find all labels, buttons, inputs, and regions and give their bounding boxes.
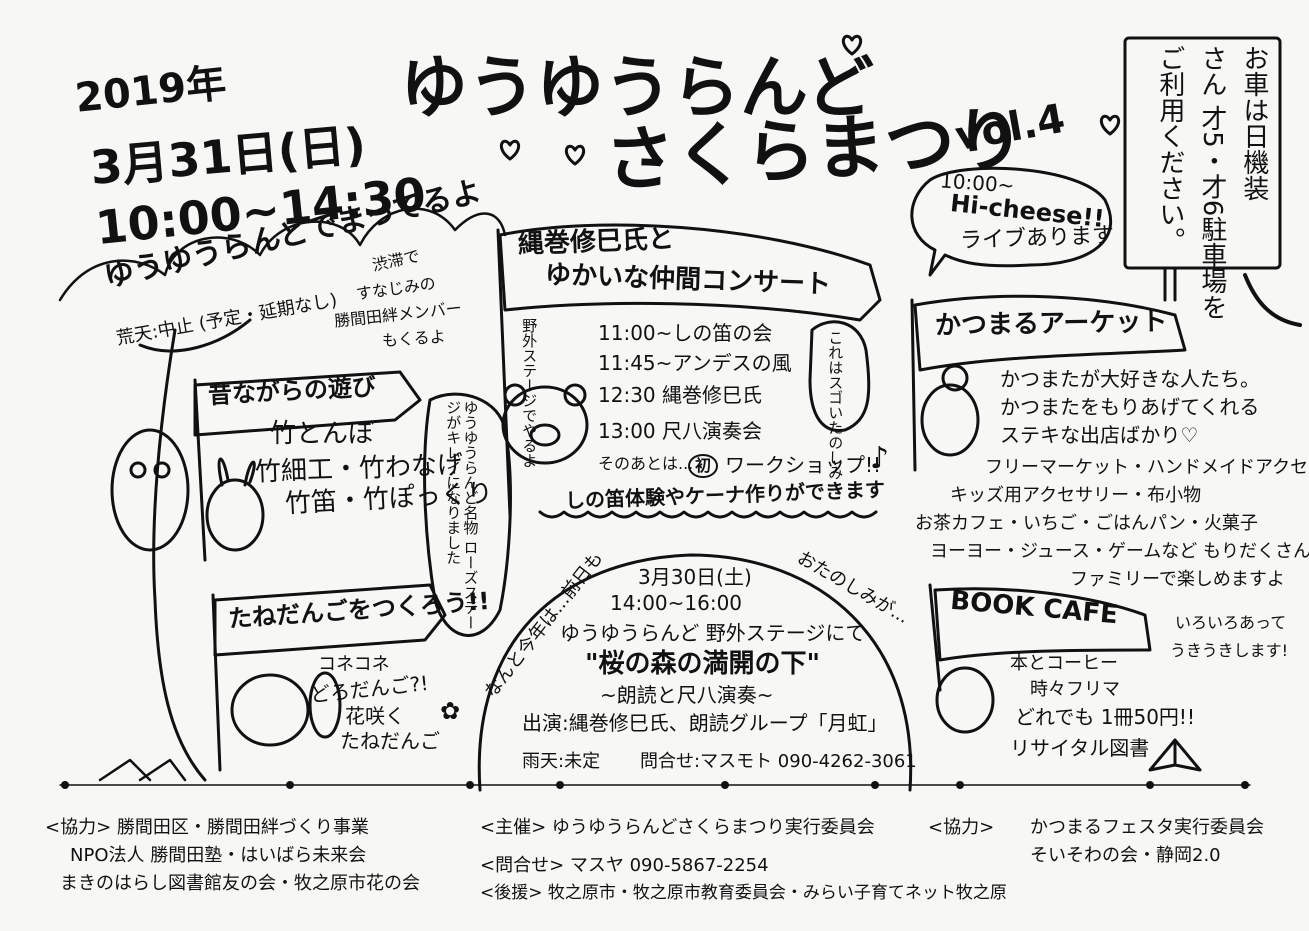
market-desc-4: フリーマーケット・ハンドメイドアクセ <box>985 457 1309 478</box>
book-side-note2: うきうきします! <box>1170 641 1289 660</box>
workshop-wave <box>538 510 878 519</box>
book-line4: リサイタル図書 <box>1010 736 1150 760</box>
header-cloud <box>58 207 507 302</box>
stage-note: 野外ステージでやるよ <box>520 318 539 468</box>
concert-speech-text: これはスゴいたのしみ <box>826 330 845 480</box>
eve-contact: 問合せ:マスモト 090-4262-3061 <box>640 751 917 772</box>
flower-icon: ✿ <box>440 697 461 725</box>
parking-text-col2: さん 才5・才6駐車場を <box>1196 45 1227 321</box>
concert-banner-line1: 縄巻修巳氏と <box>517 224 675 260</box>
seed-note-3: 花咲く <box>345 704 405 728</box>
play-banner-shape <box>193 370 422 437</box>
tree-branch <box>138 318 252 353</box>
support-left-3: まきのはらし図書館友の会・牧之原市花の会 <box>60 873 420 894</box>
eve-date: 3月30日(土) <box>638 565 752 589</box>
book-line2: 時々フリマ <box>1030 679 1120 700</box>
workshop-label: ワークショップ!! <box>725 453 882 477</box>
book-drawing <box>1148 738 1202 772</box>
sponsor-label: <後援> 牧之原市・牧之原市教育委員会・みらい子育てネット牧之原 <box>480 883 1007 903</box>
book-line1: 本とコーヒー <box>1010 653 1118 674</box>
support-right-1: かつまるフェスタ実行委員会 <box>1030 817 1264 838</box>
parking-sign <box>1123 36 1282 270</box>
new-badge: 初 <box>688 454 719 479</box>
concert-speech-bubble <box>808 320 871 432</box>
schedule-item-2: 11:45~アンデスの風 <box>598 351 792 375</box>
eve-arc <box>477 553 913 792</box>
host-label: <主催> ゆうゆうらんどさくらまつり実行委員会 <box>480 817 875 838</box>
play-item-1: 竹とんぼ <box>270 419 375 449</box>
seed-note-4: たねだんご <box>340 729 440 753</box>
bear-face <box>501 385 589 465</box>
market-character <box>920 383 980 457</box>
tree-ground <box>98 758 187 782</box>
music-note-icon: ♪ <box>870 441 890 476</box>
after-note: そのあとは... <box>598 454 694 473</box>
eve-time: 14:00~16:00 <box>610 591 743 615</box>
concert-banner-shape <box>498 223 882 322</box>
worm <box>1243 273 1302 327</box>
rose-stage-bubble <box>423 392 512 637</box>
market-desc-2: かつまたをもりあげてくれる <box>1000 395 1260 419</box>
rose-stage-note: ゆうゆうらんど名物 ローズステージがキレイになりました <box>444 400 480 630</box>
book-side-note1: いろいろあって <box>1175 613 1287 632</box>
heart-decoration <box>841 34 863 56</box>
rabbit-face <box>205 478 265 552</box>
book-line3: どれでも 1冊50円!! <box>1015 705 1195 729</box>
inquiry-label: <問合せ> マスヤ 090-5867-2254 <box>480 855 769 876</box>
eve-performers: 出演:縄巻修巳氏、朗読グループ「月虹」 <box>522 711 888 735</box>
market-desc-6: お茶カフェ・いちご・ごはんパン・火菓子 <box>915 513 1258 534</box>
eve-program-title: "桜の森の満開の下" <box>585 649 821 679</box>
support-right-label: <協力> <box>928 817 995 838</box>
market-banner-shape <box>913 294 1187 372</box>
tree-trunk <box>152 328 207 782</box>
eve-rain: 雨天:未定 <box>522 751 601 772</box>
parking-text-col1: お車は日機装 <box>1238 45 1269 201</box>
eve-program-sub: ~朗読と尺八演奏~ <box>600 683 774 707</box>
squirrel-face <box>935 666 995 734</box>
market-banner-label: かつまるアーケット <box>934 306 1168 342</box>
hi-cheese-bubble <box>910 166 1112 277</box>
title-line1: ゆうゆうらんど <box>400 49 874 128</box>
market-desc-3: ステキな出店ばかり♡ <box>1000 423 1199 447</box>
hi-cheese-live: ライブあります <box>959 223 1115 254</box>
parking-text-col3: ご利用ください。 <box>1154 45 1185 253</box>
eve-place: ゆうゆうらんど 野外ステージにて <box>560 621 866 645</box>
schedule-item-1: 11:00~しの笛の会 <box>598 321 773 345</box>
market-desc-5: キッズ用アクセサリー・布小物 <box>950 485 1202 506</box>
owl-body <box>110 428 190 552</box>
support-left-2: NPO法人 勝間田塾・はいばら未来会 <box>70 845 367 866</box>
seed-note-1: コネコネ <box>318 654 390 675</box>
schedule-item-3: 12:30 縄巻修巳氏 <box>598 383 762 407</box>
raccoon-face <box>230 673 310 747</box>
support-left-1: <協力> 勝間田区・勝間田絆づくり事業 <box>45 817 369 838</box>
support-right-2: そいそわの会・静岡2.0 <box>1030 845 1221 866</box>
market-desc-1: かつまたが大好きな人たち。 <box>1000 367 1260 391</box>
book-banner-shape <box>933 587 1152 662</box>
schedule-item-4: 13:00 尺八演奏会 <box>598 419 762 443</box>
market-desc-7: ヨーヨー・ジュース・ゲームなど もりだくさん!! <box>930 541 1309 562</box>
market-desc-8: ファミリーで楽しめますよ <box>1070 569 1285 590</box>
